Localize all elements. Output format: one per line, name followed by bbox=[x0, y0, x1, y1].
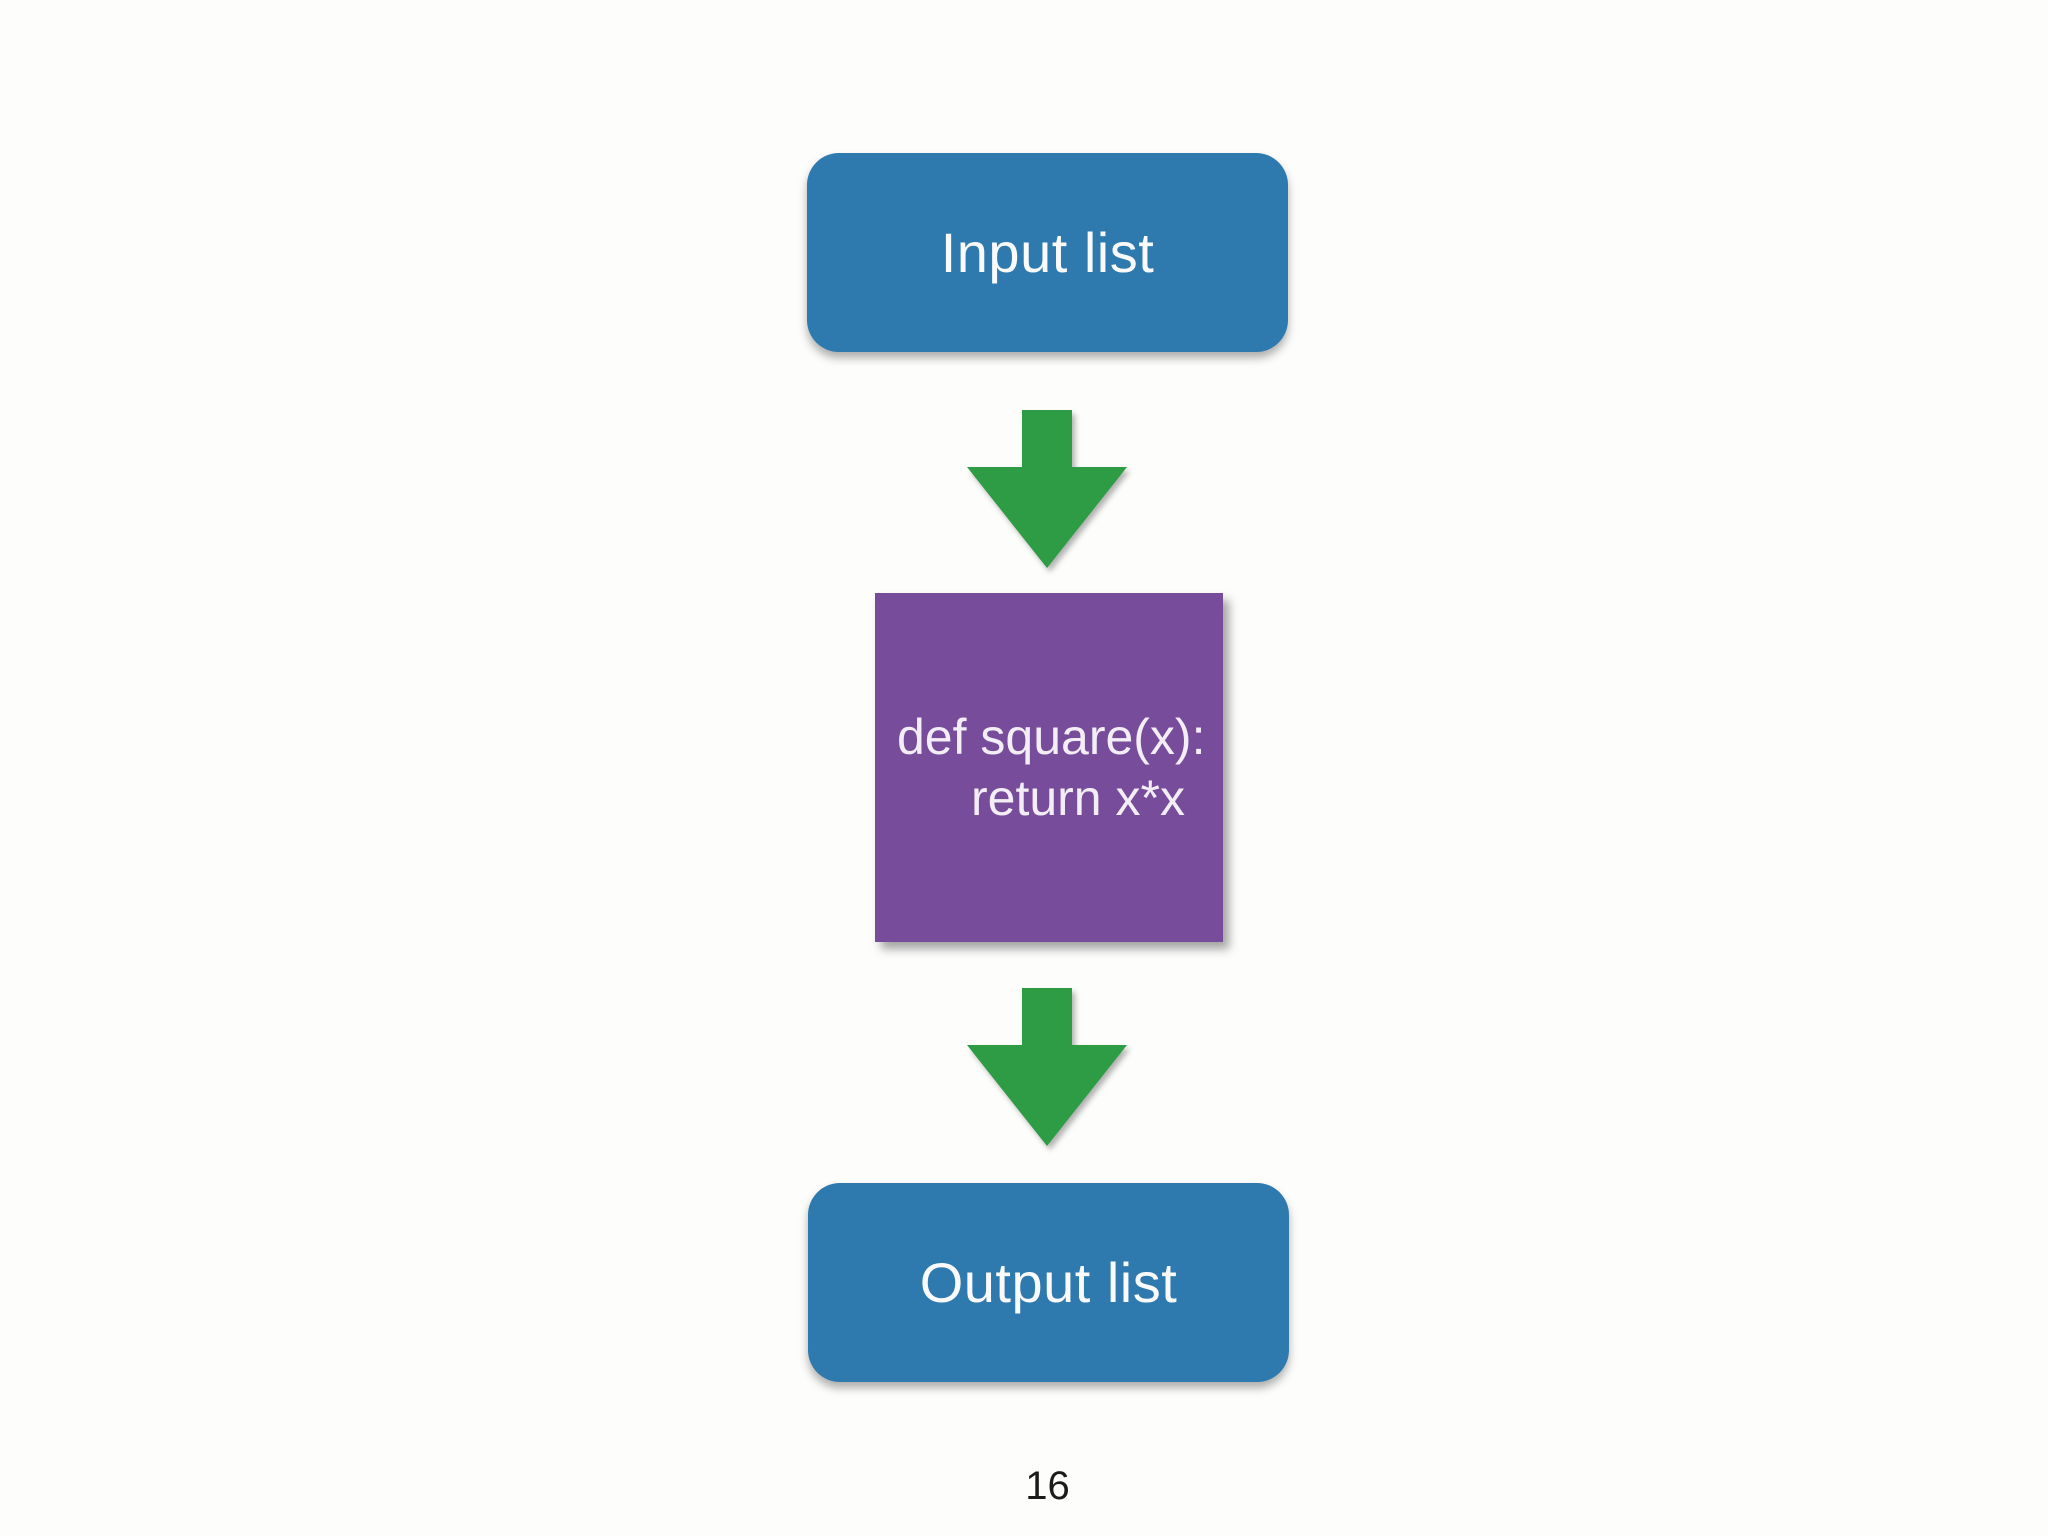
down-arrow-shape bbox=[967, 410, 1127, 568]
output-list-node: Output list bbox=[808, 1183, 1289, 1382]
down-arrow-icon bbox=[967, 410, 1127, 568]
page-number: 16 bbox=[1025, 1464, 1070, 1508]
input-list-label: Input list bbox=[940, 221, 1155, 284]
down-arrow-shape bbox=[967, 988, 1127, 1146]
code-line-def: def square(x): bbox=[897, 708, 1206, 765]
square-function-node: def square(x): return x*x bbox=[875, 593, 1223, 942]
down-arrow-icon bbox=[967, 988, 1127, 1146]
code-line-return: return x*x bbox=[971, 769, 1185, 826]
input-list-node: Input list bbox=[807, 153, 1288, 352]
output-list-label: Output list bbox=[919, 1251, 1178, 1314]
